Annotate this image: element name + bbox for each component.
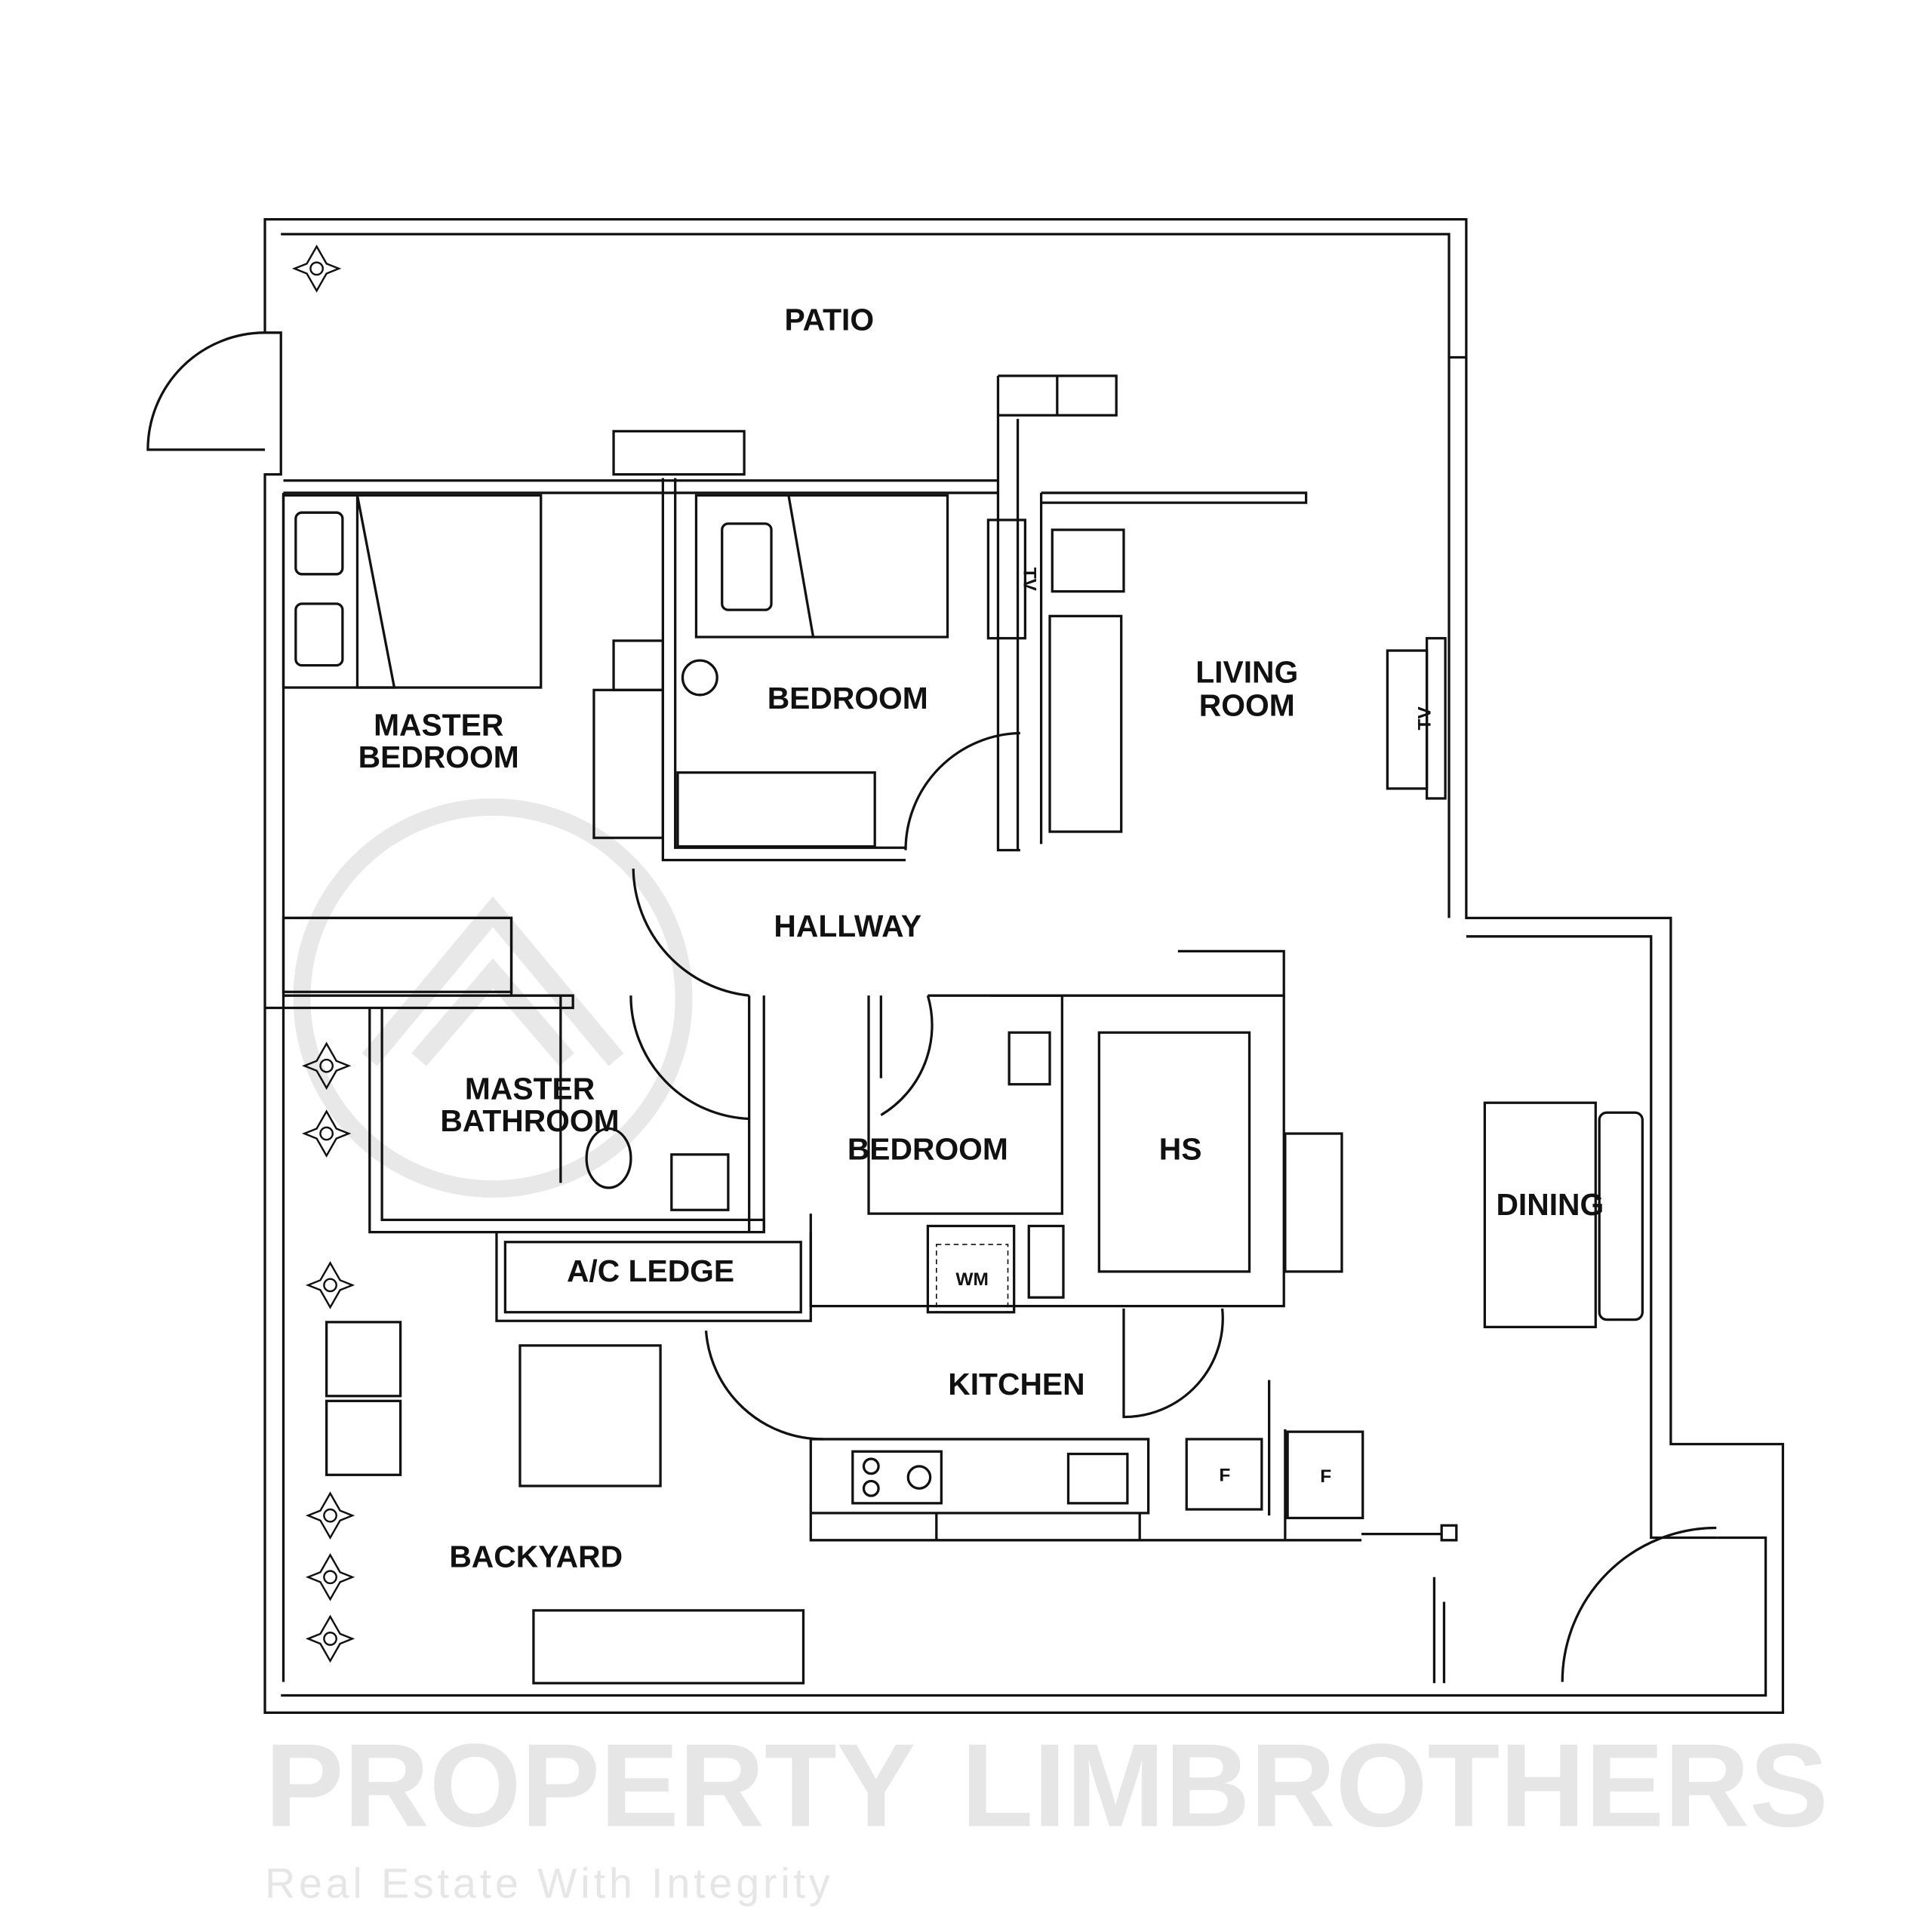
watermark-tagline: Real Estate With Integrity — [265, 1860, 834, 1906]
door-master-bedroom — [632, 868, 749, 997]
label-master-bedroom-1: MASTER — [374, 708, 503, 743]
label-master-bathroom-1: MASTER — [465, 1071, 595, 1106]
furniture — [281, 494, 1644, 1520]
wardrobe-master — [281, 916, 513, 993]
dining-table — [1483, 1101, 1597, 1328]
label-tv-2: TV — [1415, 706, 1435, 731]
stove — [851, 1450, 943, 1505]
sofa — [1048, 614, 1123, 833]
doors — [146, 331, 1717, 1682]
fridge-2 — [1286, 1430, 1364, 1520]
label-hallway: HALLWAY — [774, 909, 921, 943]
label-kitchen: KITCHEN — [948, 1367, 1084, 1401]
label-living-room-2: ROOM — [1199, 688, 1295, 723]
tv-console-1 — [986, 518, 1026, 640]
wardrobe-bedroom — [676, 771, 876, 848]
door-kitchen-back — [704, 1331, 823, 1441]
fridge-1 — [1185, 1438, 1263, 1511]
plant-icon — [291, 245, 342, 293]
plant-icon — [305, 1614, 355, 1663]
label-ac-ledge: A/C LEDGE — [567, 1254, 734, 1288]
plant-icon — [305, 1491, 355, 1540]
label-master-bedroom-2: BEDROOM — [358, 740, 519, 774]
label-hs: HS — [1159, 1131, 1202, 1166]
watermark-line2: LIMBROTHERS — [961, 1720, 1828, 1852]
walls — [263, 217, 1785, 1715]
label-master-bathroom-2: BATHROOM — [440, 1103, 619, 1138]
label-tv-1: TV — [1020, 568, 1040, 592]
plant-icon — [301, 1041, 352, 1091]
master-bed — [281, 494, 543, 689]
label-patio: PATIO — [784, 303, 874, 337]
watermark-house-icon — [361, 896, 624, 1066]
door-master-bathroom — [629, 995, 749, 1121]
label-backyard: BACKYARD — [449, 1540, 623, 1574]
door-bedroom-1 — [904, 731, 1020, 851]
room-labels: PATIO MASTER BEDROOM BEDROOM LIVING ROOM… — [358, 303, 1604, 1574]
watermark: PROPERTY LIMBROTHERS Real Estate With In… — [265, 798, 1829, 1906]
label-fridge-2: F — [1320, 1466, 1331, 1487]
kitchen-sink — [1066, 1452, 1129, 1505]
hs-shelf — [1097, 1031, 1251, 1273]
plant-icon — [305, 1261, 355, 1309]
door-hs — [1122, 1308, 1224, 1419]
label-wm: WM — [955, 1269, 988, 1290]
label-fridge-1: F — [1219, 1465, 1230, 1485]
watermark-logo-ring — [293, 798, 693, 1198]
label-bedroom-2: BEDROOM — [848, 1131, 1008, 1166]
door-patio — [146, 331, 266, 451]
watermark-line1: PROPERTY — [265, 1720, 915, 1852]
label-dining: DINING — [1496, 1187, 1604, 1222]
label-bedroom-1: BEDROOM — [768, 681, 928, 715]
plant-icon — [301, 1109, 352, 1158]
door-bedroom-2 — [880, 995, 934, 1116]
door-main — [1561, 1526, 1717, 1682]
plants — [291, 245, 355, 1663]
bedroom-bed — [694, 494, 949, 638]
label-living-room-1: LIVING — [1195, 654, 1298, 689]
plant-icon — [305, 1552, 355, 1601]
backyard-table — [518, 1344, 662, 1487]
desk — [592, 688, 664, 839]
